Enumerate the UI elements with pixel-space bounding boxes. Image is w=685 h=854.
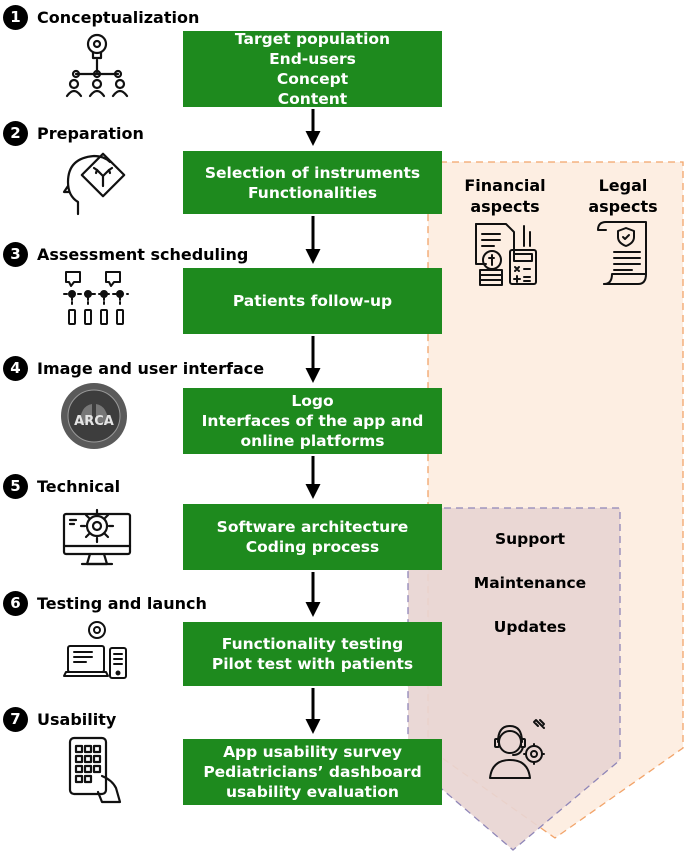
step-4-title: Image and user interface — [37, 358, 265, 378]
support-item: Support — [494, 530, 566, 548]
step-1-title: Conceptualization — [37, 7, 200, 27]
devices-icon — [63, 621, 127, 679]
idea-network-icon — [65, 33, 129, 98]
step-3-header: 3 Assessment scheduling — [3, 240, 248, 268]
box-line: Software architecture — [216, 518, 409, 536]
step-6-number: 6 — [3, 590, 28, 616]
step-3-box: Patients follow-up — [183, 268, 442, 334]
box-line: Coding process — [245, 538, 380, 556]
step-7-number: 7 — [3, 706, 28, 732]
step-2-number: 2 — [3, 120, 28, 146]
step-2-box: Selection of instruments Functionalities — [183, 151, 442, 214]
box-line: End-users — [269, 50, 356, 68]
step-4-number: 4 — [3, 355, 28, 381]
step-4-box: Logo Interfaces of the app and online pl… — [183, 388, 442, 454]
step-2-header: 2 Preparation — [3, 119, 144, 147]
step-1-box: Target population End-users Concept Cont… — [183, 30, 442, 108]
box-line: Patients follow-up — [232, 292, 393, 310]
head-decision-icon — [62, 152, 126, 216]
maintenance-item: Maintenance — [473, 574, 587, 592]
box-line: Selection of instruments — [204, 163, 421, 182]
step-5-number: 5 — [3, 473, 28, 499]
updates-item: Updates — [493, 618, 567, 636]
support-agent-icon — [489, 719, 545, 779]
financial-aspects-label: Financial aspects — [455, 175, 555, 217]
step-7-box: App usability survey Pediatricians’ dash… — [183, 739, 442, 805]
step-3-title: Assessment scheduling — [37, 244, 249, 264]
step-5-header: 5 Technical — [3, 472, 120, 500]
touch-phone-icon — [68, 736, 122, 804]
computer-gear-icon — [62, 508, 132, 566]
box-line: Concept — [276, 70, 349, 88]
box-line: Functionality testing — [221, 635, 404, 653]
legal-label-line: aspects — [588, 197, 658, 216]
step-3-number: 3 — [3, 241, 28, 267]
financial-label-line: Financial — [464, 176, 546, 195]
box-line: Interfaces of the app and — [201, 412, 424, 430]
step-6-header: 6 Testing and launch — [3, 589, 207, 617]
box-line: Target population — [234, 30, 391, 48]
step-2-title: Preparation — [37, 123, 144, 143]
step-5-title: Technical — [37, 476, 121, 496]
box-line: Logo — [291, 392, 334, 410]
box-line: Functionalities — [247, 183, 378, 202]
box-line: App usability survey — [223, 743, 402, 761]
box-line: online platforms — [240, 432, 385, 450]
step-6-title: Testing and launch — [37, 593, 207, 613]
step-4-header: 4 Image and user interface — [3, 354, 264, 382]
step-1-number: 1 — [3, 4, 28, 30]
finance-calculator-icon — [475, 223, 537, 286]
timeline-schedule-icon — [63, 271, 129, 325]
box-line: Content — [277, 90, 348, 108]
step-7-header: 7 Usability — [3, 705, 116, 733]
step-6-box: Functionality testing Pilot test with pa… — [183, 622, 442, 686]
step-5-box: Software architecture Coding process — [183, 504, 442, 570]
arca-logo: ARCA — [61, 383, 127, 449]
legal-aspects-label: Legal aspects — [578, 175, 668, 217]
box-line: usability evaluation — [226, 783, 399, 801]
box-line: Pilot test with patients — [211, 655, 414, 673]
legal-document-icon — [597, 221, 647, 285]
box-line: Pediatricians’ dashboard — [203, 763, 422, 781]
arca-logo-text: ARCA — [74, 414, 114, 429]
step-1-header: 1 Conceptualization — [3, 3, 199, 31]
financial-label-line: aspects — [470, 197, 540, 216]
step-7-title: Usability — [37, 709, 117, 729]
support-panel — [407, 507, 621, 851]
legal-label-line: Legal — [598, 176, 648, 195]
